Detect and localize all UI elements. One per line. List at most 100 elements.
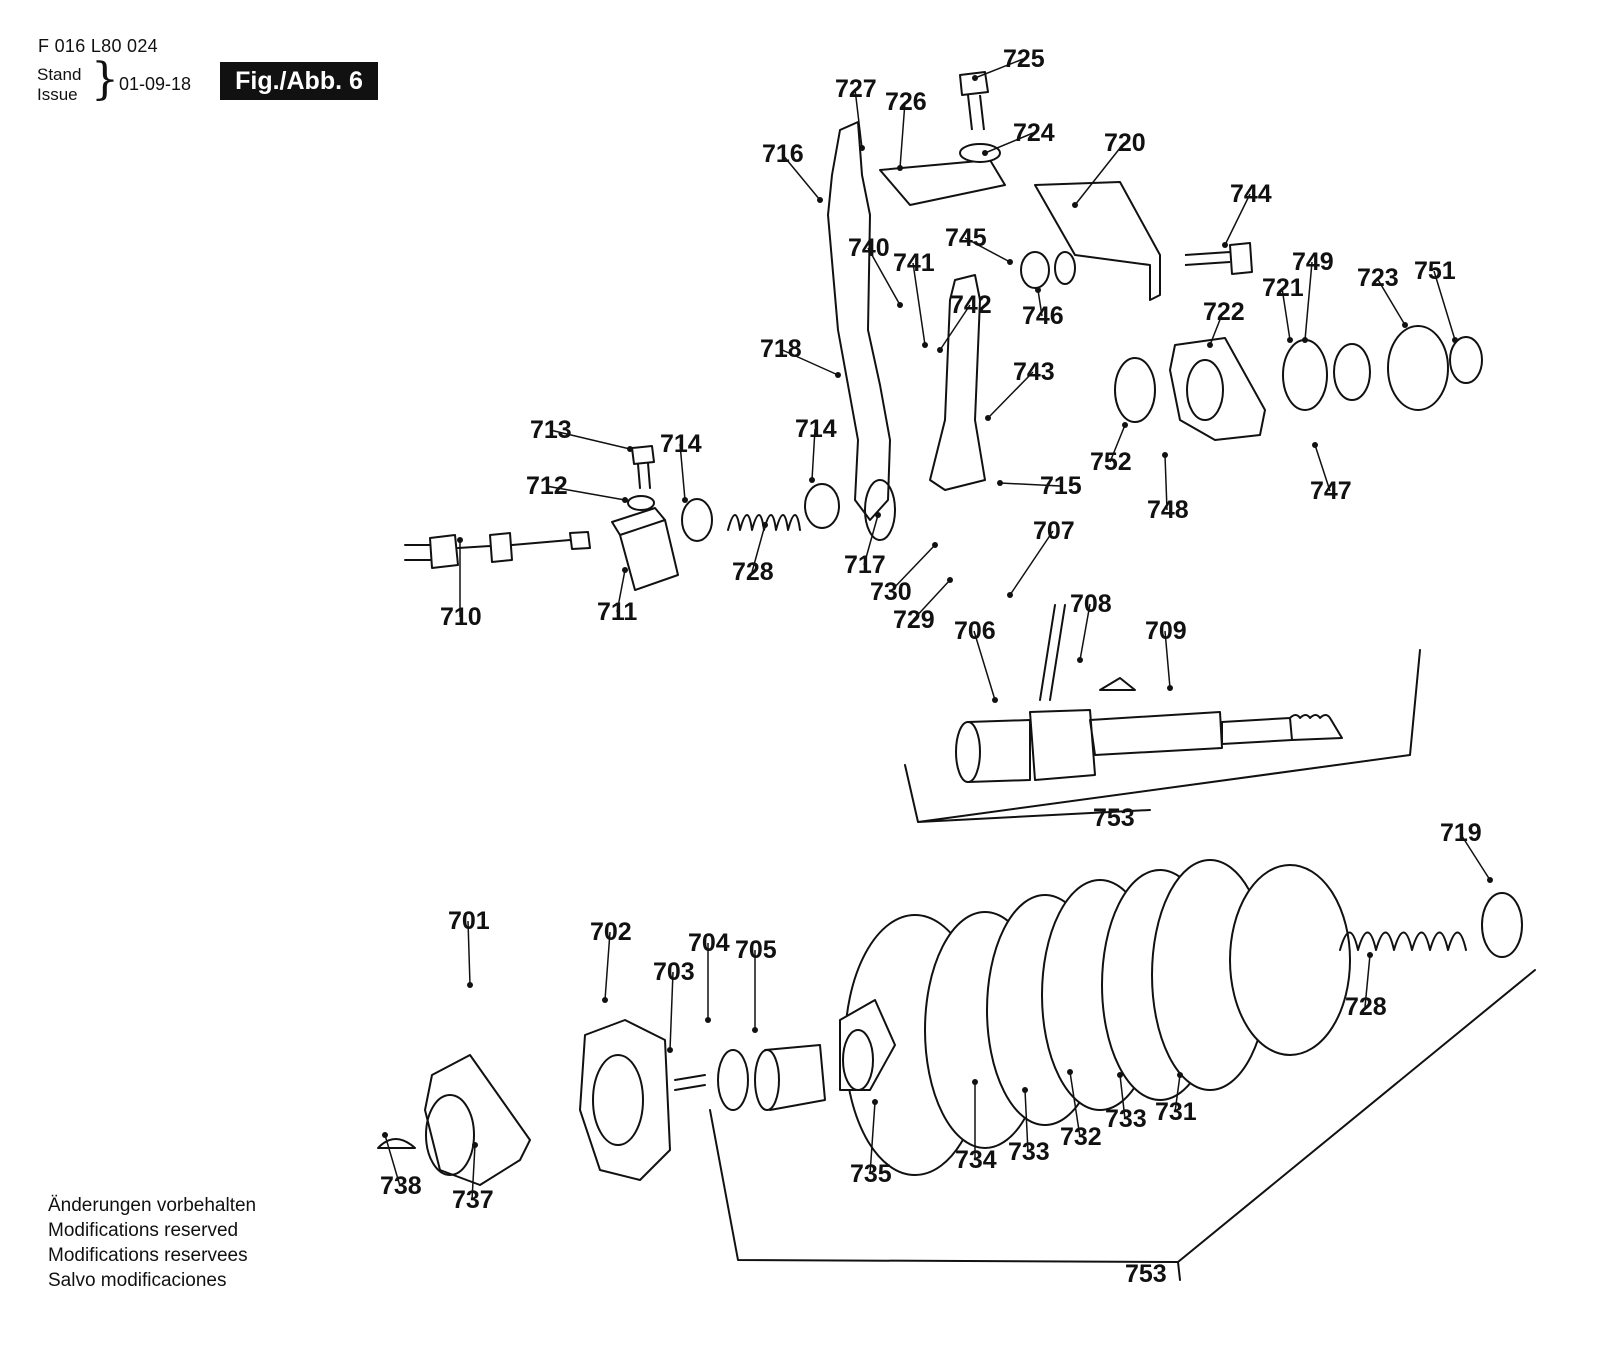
callout-733: 733 [1105,1072,1147,1133]
part-number-label: 701 [448,907,490,935]
shaft-part [1029,709,1343,781]
part-number-label: 742 [950,291,992,319]
callout-731: 731 [1155,1072,1197,1126]
part-number-label: 753 [1125,1260,1167,1288]
leader-line [863,514,879,566]
leader-dot [602,997,608,1003]
part-drawings [377,71,1536,1281]
nut-part [1020,251,1050,289]
leader-dot [1312,442,1318,448]
part-number-label: 734 [955,1146,997,1174]
part-number-label: 730 [870,578,912,606]
figure-label: Fig./Abb. 6 [220,62,378,100]
leader-line [549,429,631,450]
angle-bracket-part [611,507,679,591]
part-number-label: 744 [1230,180,1272,208]
bearing-part [1282,339,1328,411]
leader-dot [752,1027,758,1033]
part-number-label: 716 [762,140,804,168]
leader-dot [1177,1072,1183,1078]
lower-group-bracket-line [709,969,1536,1281]
part-number-label: 753 [1093,804,1135,832]
leader-dot [762,522,768,528]
callout-714: 714 [795,415,837,483]
screw-part-3 [674,1074,706,1091]
leader-line [964,237,1011,263]
part-number-label: 724 [1013,119,1055,147]
part-number-label: 719 [1440,819,1482,847]
callout-718: 718 [760,335,841,378]
bushing-part [681,498,713,542]
callout-705: 705 [735,936,777,1033]
leader-line [1224,193,1251,246]
clamp-part [424,1054,531,1186]
part-number-label: 718 [760,335,802,363]
issue-label: Issue [37,85,78,104]
leader-line [811,428,816,481]
part-number-label: 715 [1040,472,1082,500]
leader-dot [622,497,628,503]
callout-729: 729 [893,577,953,634]
part-number-label: 709 [1145,617,1187,645]
nut-part-2 [1449,336,1483,384]
lever-part [827,121,891,521]
leader-dot [817,197,823,203]
callout-749: 749 [1292,248,1334,343]
leader-dot [1402,322,1408,328]
screw-part-2 [1184,242,1253,275]
callout-702: 702 [590,918,632,1003]
part-number-label: 723 [1357,264,1399,292]
leader-dot [992,697,998,703]
part-number-label: 728 [732,558,774,586]
leader-line [1364,954,1371,1008]
part-number-label: 752 [1090,448,1132,476]
leader-line [1024,1089,1029,1153]
leader-dot [682,497,688,503]
pin-part [1039,604,1066,701]
part-number-label: 743 [1013,358,1055,386]
part-number-label: 703 [653,958,695,986]
leader-dot [467,982,473,988]
callout-713: 713 [530,416,633,452]
leader-dot [705,1017,711,1023]
part-number-label: 733 [1008,1138,1050,1166]
disc-part-7 [1229,864,1351,1056]
part-number-label: 720 [1104,129,1146,157]
part-number-label: 722 [1203,298,1245,326]
leader-dot [1452,337,1458,343]
part-number-label: 708 [1070,590,1112,618]
callout-721: 721 [1262,274,1304,343]
part-number-label: 749 [1292,248,1334,276]
callout-726: 726 [885,88,927,171]
sleeve-part [1333,343,1371,401]
leader-dot [382,1132,388,1138]
callout-725: 725 [972,45,1045,81]
part-number-label: 710 [440,603,482,631]
flange-bore-part [1186,359,1224,421]
callout-746: 746 [1022,287,1064,330]
leader-line [1459,832,1491,881]
leader-line [1074,142,1125,206]
leader-dot [1035,287,1041,293]
sleeve-face-part [754,1049,780,1111]
part-number-label: 714 [795,415,837,443]
leader-dot [1162,452,1168,458]
callout-708: 708 [1070,590,1112,663]
leader-dot [932,542,938,548]
part-number-label: 727 [835,75,877,103]
callout-723: 723 [1357,264,1408,328]
leader-line [1281,287,1291,341]
leader-dot [1007,259,1013,265]
leader-line [1109,424,1126,463]
leader-dot [835,372,841,378]
hub-bore-part [842,1029,874,1091]
leader-dot [947,577,953,583]
leader-line [751,524,766,573]
leader-line [889,544,936,593]
gear-nut-part [1387,325,1449,411]
shaft-face-part [955,721,981,783]
end-cap-part [1481,892,1523,958]
mount-bracket-part [1034,181,1161,301]
callout-730: 730 [870,542,938,606]
leader-dot [1367,952,1373,958]
